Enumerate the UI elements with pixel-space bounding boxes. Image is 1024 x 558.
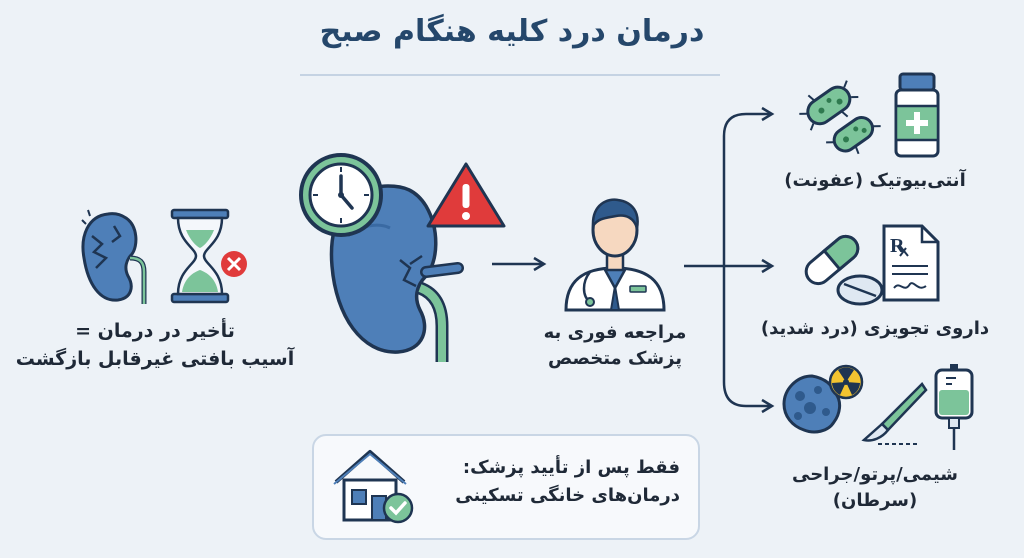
title-divider xyxy=(300,74,720,76)
referral-line-1: مراجعه فوری به xyxy=(543,322,687,343)
kidney-icon xyxy=(329,184,464,362)
delay-warning-text: تأخیر در درمان = آسیب بافتی غیرقابل بازگ… xyxy=(10,318,300,373)
page-title: درمان درد کلیه هنگام صبح xyxy=(319,14,705,49)
referral-text: مراجعه فوری به پزشک متخصص xyxy=(520,320,710,372)
clock-icon xyxy=(299,153,383,237)
arrow-to-doctor xyxy=(492,256,547,272)
warning-icon xyxy=(426,162,506,228)
medicine-bottle-icon xyxy=(894,72,940,158)
branch-connector xyxy=(684,106,775,414)
delay-line-1: تأخیر در درمان = xyxy=(75,320,235,342)
delay-line-2: آسیب بافتی غیرقابل بازگشت xyxy=(15,347,295,370)
prescription-label: داروی تجویزی (درد شدید) xyxy=(760,318,990,339)
pills-icon xyxy=(804,234,884,306)
note-line-2: درمان‌های خانگی تسکینی xyxy=(455,484,680,506)
damaged-kidney-icon xyxy=(81,209,147,304)
cancer-treatment-line-1: شیمی/پرتو/جراحی xyxy=(792,464,958,485)
cancer-cell-icon xyxy=(782,374,842,434)
referral-line-2: پزشک متخصص xyxy=(547,348,683,370)
radiation-icon xyxy=(828,364,864,400)
cancer-treatment-label: شیمی/پرتو/جراحی (سرطان) xyxy=(770,462,980,514)
cancer-treatment-line-2: (سرطان) xyxy=(832,490,918,512)
house-check-icon xyxy=(333,450,414,524)
iv-bag-icon xyxy=(934,364,974,450)
antibiotic-label: آنتی‌بیوتیک (عفونت) xyxy=(784,170,966,191)
svg-text:R: R xyxy=(890,235,905,257)
note-line-1: فقط پس از تأیید پزشک: xyxy=(462,457,680,478)
prescription-icon: R xyxy=(882,224,940,302)
doctor-icon xyxy=(564,198,666,312)
home-remedy-note-text: فقط پس از تأیید پزشک: درمان‌های خانگی تس… xyxy=(440,454,680,510)
hourglass-icon xyxy=(170,208,247,304)
scalpel-icon xyxy=(861,382,928,445)
bacteria-icon xyxy=(799,80,881,155)
